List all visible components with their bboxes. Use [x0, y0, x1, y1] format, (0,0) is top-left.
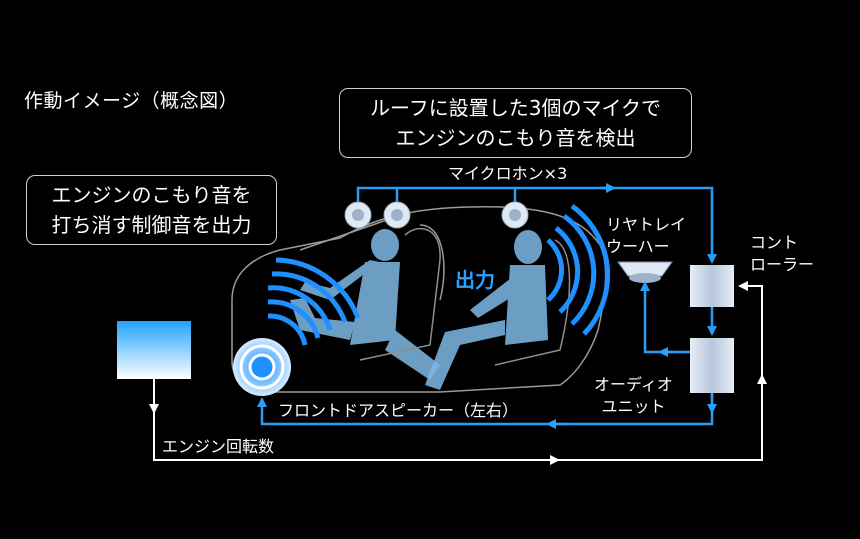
passenger-figure: [425, 230, 548, 390]
label-line: コント: [750, 233, 799, 252]
label-controller: コント ローラー: [750, 232, 814, 276]
engine-block: [117, 321, 191, 379]
label-line: オーディオ: [594, 375, 673, 394]
rear-seat: [494, 239, 571, 366]
diagram-title: 作動イメージ（概念図）: [24, 90, 239, 112]
microphone-icon: [383, 201, 411, 229]
audio-unit-box: [690, 338, 734, 393]
label-line: ローラー: [750, 255, 815, 274]
label-line: ユニット: [601, 397, 666, 416]
label-front-door-speaker: フロントドアスピーカー（左右）: [278, 401, 519, 420]
controller-box: [690, 265, 734, 307]
callout-microphones: ルーフに設置した3個のマイクで エンジンのこもり音を検出: [339, 88, 692, 158]
rear-sound-waves: [546, 203, 611, 336]
label-engine-rpm: エンジン回転数: [162, 437, 275, 456]
label-microphones: マイクロホン×3: [448, 164, 568, 183]
microphone-icon: [344, 201, 372, 229]
label-output: 出力: [455, 268, 495, 292]
mic-signal-lines: [356, 183, 717, 264]
callout-line: エンジンのこもり音を: [51, 183, 252, 207]
engine-rpm-line: [153, 281, 763, 461]
callout-cancel-sound: エンジンのこもり音を 打ち消す制御音を出力: [26, 175, 277, 245]
front-door-speaker-icon: [233, 338, 291, 396]
microphone-icon: [501, 201, 529, 229]
callout-line: 打ち消す制御音を出力: [51, 213, 252, 237]
audio-to-woofer-arrow: [640, 281, 690, 354]
callout-line: エンジンのこもり音を検出: [395, 126, 636, 150]
label-line: ウーハー: [606, 237, 670, 256]
label-line: リヤトレイ: [606, 215, 687, 234]
front-sound-waves: [267, 257, 361, 346]
label-rear-tray-woofer: リヤトレイ ウーハー: [606, 214, 686, 258]
label-audio-unit: オーディオ ユニット: [594, 374, 673, 418]
woofer-icon: [617, 261, 673, 283]
callout-line: ルーフに設置した3個のマイクで: [369, 96, 662, 120]
driver-seat: [359, 227, 441, 361]
